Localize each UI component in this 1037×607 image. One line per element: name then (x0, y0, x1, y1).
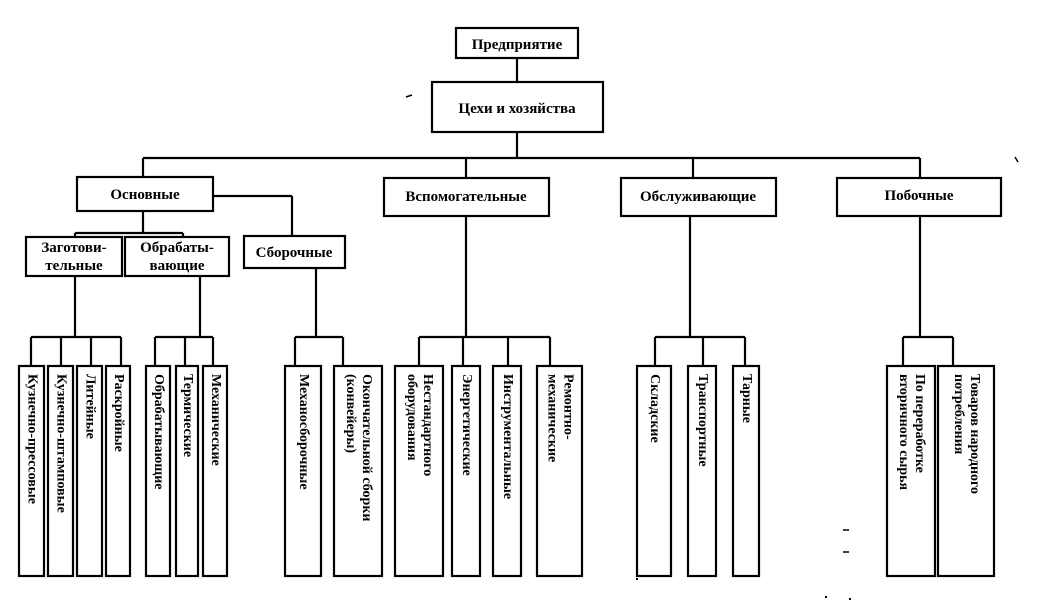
leaf-box (635, 364, 673, 578)
leaf-label: По переработке (912, 374, 927, 473)
leaf-node-auxiliary-3: Инструментальные (491, 364, 523, 578)
leaf-box (535, 364, 584, 578)
leaf-label: Инструментальные (500, 374, 515, 499)
leaf-label: Кузнечно-прессовые (24, 374, 39, 504)
assembly-label: Сборочные (256, 245, 333, 261)
leaf-box (491, 364, 523, 578)
leaf-box (17, 364, 46, 578)
secondary-label: Побочные (884, 188, 953, 204)
leaf-label: Раскройные (111, 374, 126, 452)
auxiliary-label: Вспомогательные (405, 189, 527, 205)
leaf-box (201, 364, 229, 578)
node-procurement: Заготови- тельные (24, 235, 124, 278)
leaf-node-auxiliary-2: Энергетические (450, 364, 482, 578)
node-main: Основные (75, 175, 215, 213)
node-root: Предприятие (454, 26, 580, 60)
leaf-node-processing-2: Термические (174, 364, 200, 578)
leaf-label: Окончательной сборки (359, 374, 374, 521)
leaf-box (104, 364, 132, 578)
leaf-box (332, 364, 384, 578)
root-label: Предприятие (472, 37, 563, 53)
leaf-node-service-1: Складские (635, 364, 673, 578)
leaf-box (144, 364, 172, 578)
procurement-label-line-1: Заготови- (41, 240, 106, 256)
leaf-box (283, 364, 323, 578)
leaf-label: Товаров народного (967, 374, 982, 494)
leaf-box (75, 364, 104, 578)
processing-label-line-2: вающие (149, 258, 204, 274)
main-label: Основные (110, 187, 180, 203)
connector-lines (29, 58, 955, 368)
leaf-box (885, 364, 937, 578)
leaf-label: Энергетические (459, 374, 474, 476)
leaf-box (46, 364, 75, 578)
node-assembly: Сборочные (242, 234, 347, 270)
leaf-node-assembly-1: Механосборочные (283, 364, 323, 578)
node-secondary: Побочные (835, 176, 1003, 218)
scan-specks (405, 94, 1019, 600)
procurement-label-line-2: тельные (45, 258, 103, 274)
node-level1: Цехи и хозяйства (430, 80, 605, 134)
leaf-label: Кузнечно-штамповые (53, 374, 68, 513)
leaf-label: Механические (208, 374, 223, 466)
leaf-label: механические (544, 374, 559, 462)
level1-label: Цехи и хозяйства (458, 101, 576, 117)
leaf-label: Обрабатывающие (151, 374, 166, 489)
leaf-node-procurement-3: Литейные (75, 364, 104, 578)
leaf-node-procurement-1: Кузнечно-прессовые (17, 364, 46, 578)
node-processing: Обрабаты- вающие (123, 235, 231, 278)
leaf-label: вторичного сырья (896, 374, 911, 491)
leaf-box (174, 364, 200, 578)
leaf-label: потребления (951, 374, 966, 455)
leaf-box (450, 364, 482, 578)
service-label: Обслуживающие (640, 189, 756, 205)
leaf-node-procurement-4: Раскройные (104, 364, 132, 578)
processing-label-line-1: Обрабаты- (140, 240, 214, 256)
leaf-label: Термические (180, 374, 195, 457)
leaf-node-service-2: Транспортные (686, 364, 718, 578)
leaf-label: Ремонтно- (560, 374, 575, 440)
leaf-node-assembly-2: Окончательной сборки(конвейеры) (332, 364, 384, 578)
leaf-label: Нестандартного (420, 374, 435, 476)
leaf-label: Складские (647, 374, 662, 443)
leaf-box (936, 364, 996, 578)
leaf-node-processing-3: Механические (201, 364, 229, 578)
leaf-box (731, 364, 761, 578)
leaf-label: Транспортные (695, 374, 710, 467)
leaf-nodes: Кузнечно-прессовые Кузнечно-штамповые Лите… (17, 364, 996, 578)
leaf-node-procurement-2: Кузнечно-штамповые (46, 364, 75, 578)
node-auxiliary: Вспомогательные (382, 176, 551, 218)
leaf-label: (конвейеры) (343, 374, 358, 453)
leaf-box (393, 364, 445, 578)
node-service: Обслуживающие (619, 176, 778, 218)
leaf-label: Литейные (82, 374, 97, 439)
leaf-node-auxiliary-4: Ремонтно-механические (535, 364, 584, 578)
leaf-node-processing-1: Обрабатывающие (144, 364, 172, 578)
leaf-label: Тарные (739, 374, 754, 423)
leaf-node-service-3: Тарные (731, 364, 761, 578)
leaf-box (686, 364, 718, 578)
leaf-label: Механосборочные (296, 374, 311, 490)
leaf-label: оборудования (404, 374, 419, 461)
